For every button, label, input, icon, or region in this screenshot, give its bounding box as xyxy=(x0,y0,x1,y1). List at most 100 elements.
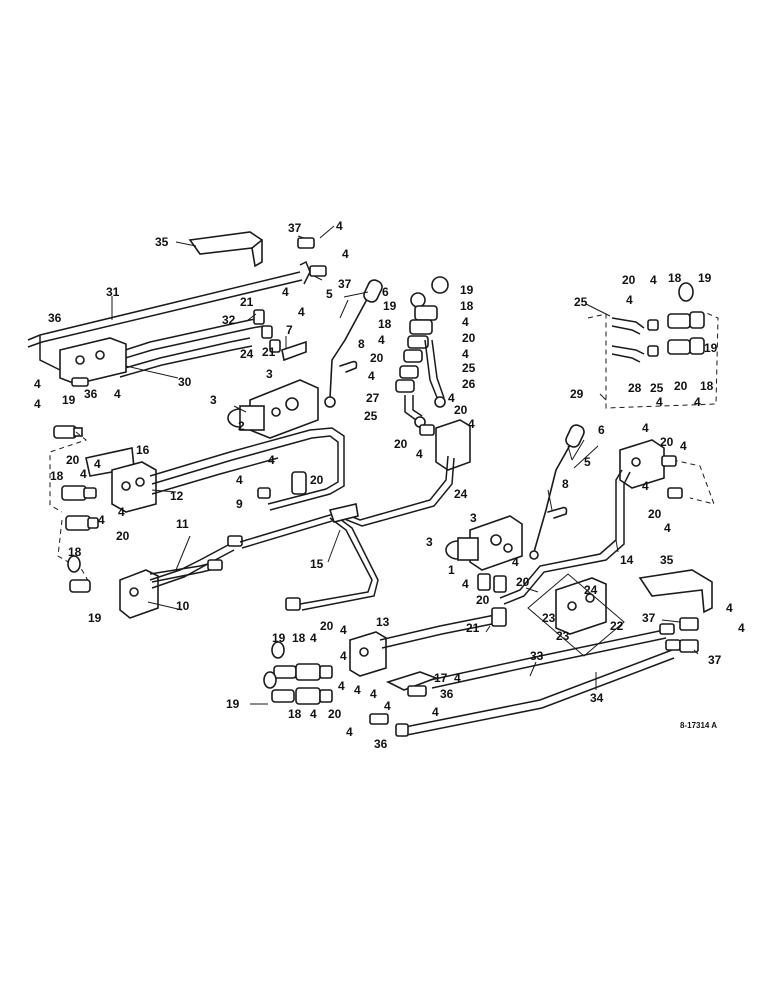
callout-36: 36 xyxy=(84,387,98,401)
callout-32: 32 xyxy=(222,313,236,327)
tube-10 xyxy=(149,559,223,583)
callout-3: 3 xyxy=(470,511,477,525)
callout-4: 4 xyxy=(336,219,343,233)
callout-18: 18 xyxy=(68,545,82,559)
callout-31: 31 xyxy=(106,285,120,299)
tube-14 xyxy=(499,469,631,605)
callout-4: 4 xyxy=(236,473,243,487)
fittings-20-right xyxy=(661,455,683,499)
leader-lines xyxy=(111,225,699,705)
callout-20: 20 xyxy=(476,593,490,607)
callout-20: 20 xyxy=(674,379,688,393)
shift-rod-6 xyxy=(324,279,383,408)
tube-34 xyxy=(395,623,681,737)
clip-8-right xyxy=(547,506,568,519)
callout-25: 25 xyxy=(364,409,378,423)
callout-37: 37 xyxy=(288,221,302,235)
callout-4: 4 xyxy=(298,305,305,319)
callout-2: 2 xyxy=(238,419,245,433)
callout-20: 20 xyxy=(516,575,530,589)
callout-6: 6 xyxy=(598,423,605,437)
coupler-18-lower-left xyxy=(65,515,99,531)
callout-20: 20 xyxy=(116,529,130,543)
fitting-37-top xyxy=(297,237,327,277)
callout-4: 4 xyxy=(354,683,361,697)
control-valve-1 xyxy=(445,515,523,571)
callout-4: 4 xyxy=(626,293,633,307)
tube-33 xyxy=(429,629,667,689)
callout-20: 20 xyxy=(320,619,334,633)
callout-20: 20 xyxy=(328,707,342,721)
callout-21: 21 xyxy=(466,621,480,635)
callout-20: 20 xyxy=(454,403,468,417)
callout-19: 19 xyxy=(272,631,286,645)
fitting-36-top xyxy=(71,377,89,387)
callout-19: 19 xyxy=(704,341,718,355)
callout-9: 9 xyxy=(236,497,243,511)
cover-plate-22-23 xyxy=(527,573,625,657)
callout-18: 18 xyxy=(292,631,306,645)
callout-20: 20 xyxy=(66,453,80,467)
callout-4: 4 xyxy=(378,333,385,347)
coupler-18-left xyxy=(61,485,97,501)
clip-8-top xyxy=(339,360,358,373)
fittings-17-36-bottom xyxy=(369,671,439,725)
callout-4: 4 xyxy=(346,725,353,739)
valve-block-16-top-right xyxy=(435,419,471,471)
callout-4: 4 xyxy=(462,315,469,329)
callout-33: 33 xyxy=(530,649,544,663)
callout-4: 4 xyxy=(726,601,733,615)
callout-36: 36 xyxy=(440,687,454,701)
callout-18: 18 xyxy=(50,469,64,483)
callout-20: 20 xyxy=(370,351,384,365)
fittings-37-bottom xyxy=(679,617,699,653)
callout-24: 24 xyxy=(454,487,468,501)
callout-36: 36 xyxy=(48,311,62,325)
callout-6: 6 xyxy=(382,285,389,299)
callout-4: 4 xyxy=(268,453,275,467)
callout-14: 14 xyxy=(620,553,634,567)
callout-29: 29 xyxy=(570,387,584,401)
callout-23: 23 xyxy=(556,629,570,643)
callout-19: 19 xyxy=(62,393,76,407)
callout-26: 26 xyxy=(462,377,476,391)
callout-18: 18 xyxy=(668,271,682,285)
callout-4: 4 xyxy=(384,699,391,713)
callout-4: 4 xyxy=(114,387,121,401)
callout-4: 4 xyxy=(368,369,375,383)
callout-4: 4 xyxy=(454,671,461,685)
callout-4: 4 xyxy=(680,439,687,453)
callout-4: 4 xyxy=(34,397,41,411)
callout-21: 21 xyxy=(240,295,254,309)
callout-20: 20 xyxy=(622,273,636,287)
callout-36: 36 xyxy=(374,737,388,751)
callout-20: 20 xyxy=(660,435,674,449)
valve-block-13 xyxy=(349,631,387,677)
callout-18: 18 xyxy=(460,299,474,313)
callout-19: 19 xyxy=(226,697,240,711)
coupler-group-upper-right xyxy=(611,282,705,363)
valve-block-right xyxy=(619,439,665,489)
valve-block-10 xyxy=(119,569,159,619)
callout-13: 13 xyxy=(376,615,390,629)
callout-23: 23 xyxy=(542,611,556,625)
callout-4: 4 xyxy=(340,649,347,663)
coupler-stack-center xyxy=(395,276,449,436)
fittings-21 xyxy=(253,309,281,353)
callout-17: 17 xyxy=(434,671,448,685)
callout-5: 5 xyxy=(584,455,591,469)
callout-4: 4 xyxy=(512,555,519,569)
callout-34: 34 xyxy=(590,691,604,705)
callout-20: 20 xyxy=(648,507,662,521)
callout-4: 4 xyxy=(650,273,657,287)
callout-24: 24 xyxy=(584,583,598,597)
callout-18: 18 xyxy=(288,707,302,721)
callout-16: 16 xyxy=(136,443,150,457)
callout-22: 22 xyxy=(610,619,624,633)
callout-4: 4 xyxy=(448,391,455,405)
callout-4: 4 xyxy=(370,687,377,701)
callout-4: 4 xyxy=(342,247,349,261)
tube-21 xyxy=(379,607,507,649)
callout-37: 37 xyxy=(708,653,722,667)
